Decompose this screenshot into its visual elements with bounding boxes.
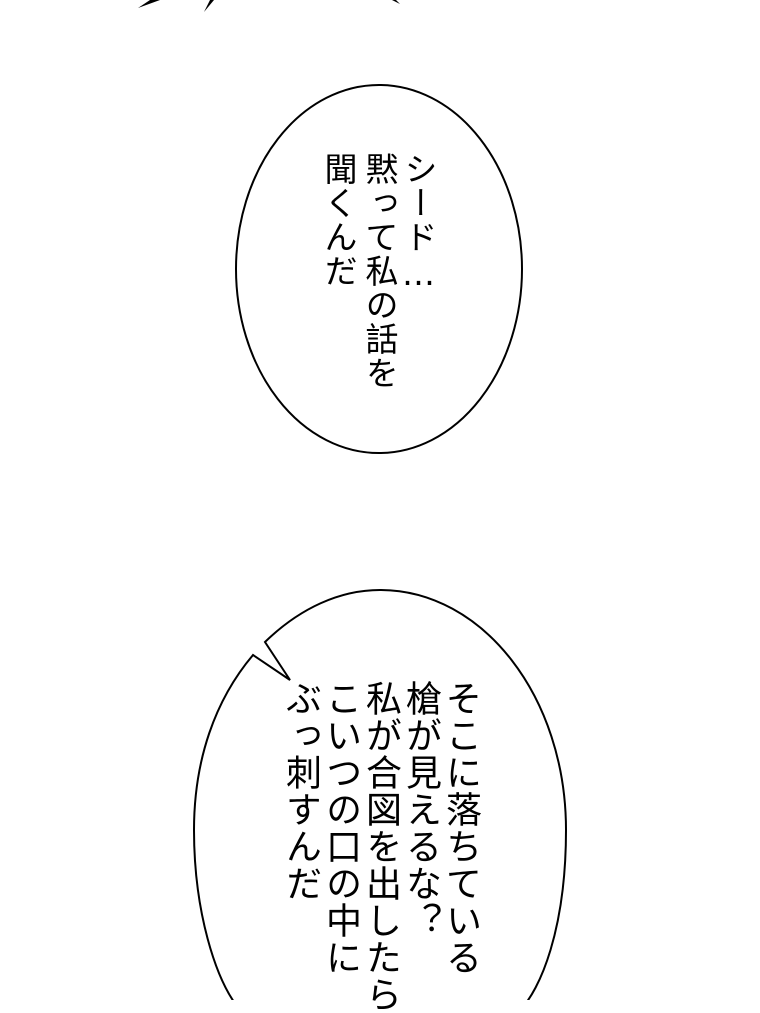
bubble-2-line-3: 私が合図を出したら [360,680,401,1013]
speed-line-spikes [138,0,400,12]
bubble-2-line-2: 槍が見えるな？ [400,680,441,939]
bubble-2-line-4: こいつの口の中に [320,680,361,976]
bubble-1-line-3: 聞くんだ [319,152,358,288]
bubble-2-line-5: ぶっ刺すんだ [280,680,321,902]
bubble-1-line-2: 黙って私の話を [360,152,399,390]
speech-bubble-2 [192,588,568,1000]
bubble-1-line-1: シード… [399,152,438,294]
spike [204,0,214,12]
spike [138,0,160,8]
spike [392,0,400,4]
speech-bubble-1 [235,84,523,454]
bubble-2-line-1: そこに落ちている [440,680,481,976]
